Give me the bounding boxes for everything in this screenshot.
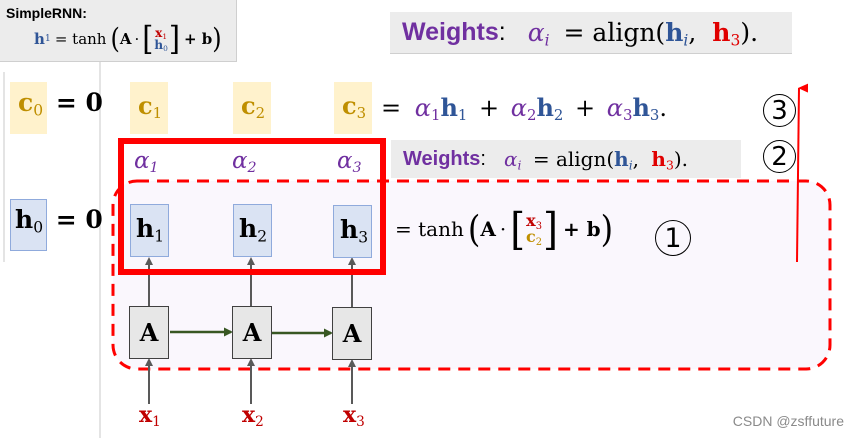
weights-equation-top: Weights : αi = align(hi, h3). [390,12,792,54]
h2-label: h2 [239,214,268,246]
alpha-2: α2 [232,148,257,176]
c2-label: c2 [241,91,266,123]
h0-initial: h0 = 0 [15,205,103,237]
watermark: CSDN @zsffuture [732,413,844,429]
input-x3: x3 [343,402,365,430]
input-x1: x1 [139,402,161,430]
upward-arrow [796,83,809,263]
h3-box [333,205,372,258]
input-x2: x2 [242,402,264,430]
h3-label: h3 [340,215,369,247]
rnn-cell-3: A [332,307,372,360]
c3-label: c3 [342,91,367,123]
c1-box [130,82,168,134]
rnn-cell-2: A [232,306,272,359]
c2-box [233,82,271,134]
c3-box [334,82,372,134]
alpha-3: α3 [337,148,362,176]
h2-box [233,204,272,257]
weights-equation-mid: Weights : αi = align(hi, h3). [391,140,741,178]
step-3-marker: 3 [763,94,796,127]
h1-label: h1 [136,214,165,246]
context-equation: = α1h1 + α2h2 + α3h3. [381,93,667,125]
h1-box [130,204,169,257]
alpha-1: α1 [134,148,159,176]
rnn-region-dashed [111,179,832,371]
step-2-marker: 2 [763,140,796,173]
c1-label: c1 [138,91,163,123]
c0-initial: c0 = 0 [18,88,103,120]
simplernn-title: SimpleRNN: [6,5,87,21]
step-1-marker: 1 [655,220,691,256]
highlight-box [118,138,386,275]
hidden-update-equation: = tanh ( A · [ x3 c2 ] + b ) [395,203,614,255]
h0-box [10,199,47,251]
rnn-cell-1: A [129,306,169,359]
c0-box [10,82,47,134]
